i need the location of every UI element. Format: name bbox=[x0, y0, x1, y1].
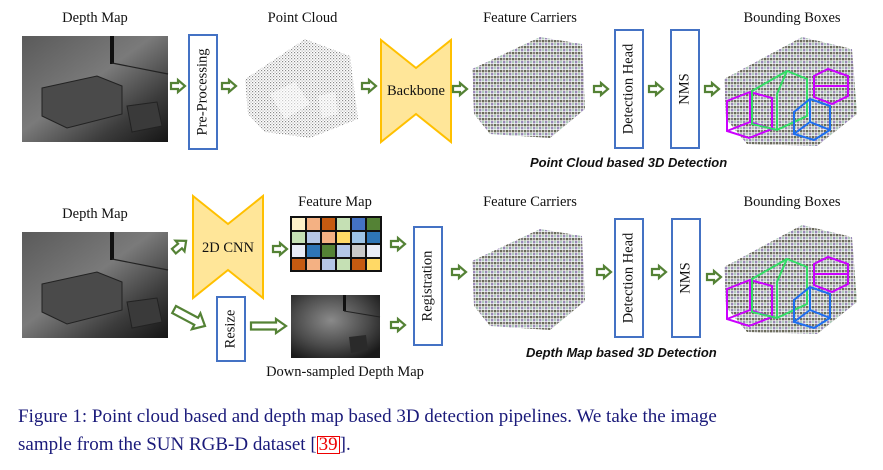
point-cloud-image bbox=[245, 39, 358, 138]
arrow-diagonal-down-icon bbox=[170, 304, 207, 331]
arrow-icon bbox=[271, 240, 289, 258]
feature-carriers-image-2 bbox=[472, 229, 585, 330]
downsampled-depth-map-label: Down-sampled Depth Map bbox=[266, 364, 424, 380]
downsampled-depth-map-image bbox=[291, 295, 381, 358]
feature-map-cell bbox=[366, 217, 381, 231]
depth-map-image bbox=[22, 36, 169, 142]
arrow-icon bbox=[451, 80, 469, 98]
feature-map-cell bbox=[321, 257, 336, 271]
arrow-icon bbox=[389, 235, 407, 253]
feature-map-cell bbox=[321, 244, 336, 258]
2d-cnn-label: 2D CNN bbox=[202, 240, 254, 256]
bbox-green bbox=[751, 257, 808, 320]
feature-map-cell bbox=[336, 257, 351, 271]
feature-map-cell bbox=[306, 257, 321, 271]
detection-head-label-2: Detection Head bbox=[620, 232, 637, 324]
feature-map-cell bbox=[336, 244, 351, 258]
pre-processing-box: Pre-Processing bbox=[188, 34, 218, 150]
citation-link[interactable]: 39 bbox=[316, 434, 340, 455]
nms-label: NMS bbox=[676, 73, 693, 105]
registration-box: Registration bbox=[413, 226, 443, 346]
arrow-icon bbox=[650, 263, 668, 281]
bbox-green bbox=[751, 69, 808, 132]
feature-map-cell bbox=[336, 230, 351, 244]
feature-map-cell bbox=[306, 230, 321, 244]
bounding-boxes-label: Bounding Boxes bbox=[743, 10, 841, 26]
nms-box-2: NMS bbox=[671, 218, 701, 338]
nms-label-2: NMS bbox=[677, 262, 694, 294]
feature-map-cell bbox=[321, 217, 336, 231]
feature-map-cell bbox=[351, 230, 366, 244]
feature-map-cell bbox=[366, 257, 381, 271]
feature-carriers-image bbox=[472, 37, 585, 138]
bounding-boxes-image bbox=[724, 37, 857, 146]
feature-map-grid bbox=[290, 216, 382, 272]
arrow-icon bbox=[595, 263, 613, 281]
depth-map-section-title: Depth Map based 3D Detection bbox=[526, 345, 717, 360]
arrow-long-icon bbox=[249, 316, 288, 336]
feature-map-cell bbox=[291, 230, 306, 244]
feature-map-cell bbox=[321, 230, 336, 244]
arrow-icon bbox=[220, 77, 238, 95]
feature-map-cell bbox=[366, 230, 381, 244]
feature-map-cell bbox=[351, 257, 366, 271]
arrow-icon bbox=[450, 263, 468, 281]
feature-carriers-label: Feature Carriers bbox=[483, 10, 577, 26]
bbox-magenta-small bbox=[813, 255, 849, 294]
feature-map-cell bbox=[336, 217, 351, 231]
feature-map-cell bbox=[306, 217, 321, 231]
bbox-blue bbox=[793, 285, 831, 330]
arrow-icon bbox=[169, 77, 187, 95]
backbone-shape bbox=[380, 37, 452, 145]
depth-map-label: Depth Map bbox=[62, 10, 128, 26]
registration-label: Registration bbox=[419, 250, 436, 322]
depth-map-label-2: Depth Map bbox=[62, 206, 128, 222]
caption-line-2: sample from the SUN RGB-D dataset [39]. bbox=[18, 431, 878, 459]
arrow-icon bbox=[703, 80, 721, 98]
feature-map-cell bbox=[351, 244, 366, 258]
feature-map-label: Feature Map bbox=[298, 194, 372, 210]
arrow-diagonal-up-icon bbox=[170, 239, 188, 255]
point-cloud-section-title: Point Cloud based 3D Detection bbox=[530, 155, 728, 170]
bbox-magenta-small bbox=[813, 67, 849, 106]
detection-head-box-2: Detection Head bbox=[614, 218, 644, 338]
figure-caption: Figure 1: Point cloud based and depth ma… bbox=[18, 403, 878, 459]
caption-line-2-end: ]. bbox=[339, 434, 351, 455]
bounding-boxes-label-2: Bounding Boxes bbox=[743, 194, 841, 210]
feature-map-cell bbox=[291, 217, 306, 231]
arrow-icon bbox=[705, 268, 723, 286]
backbone-label: Backbone bbox=[387, 83, 445, 99]
resize-box: Resize bbox=[216, 296, 246, 362]
caption-line-2-text: sample from the SUN RGB-D dataset [ bbox=[18, 434, 317, 455]
bbox-blue bbox=[793, 97, 831, 142]
arrow-icon bbox=[360, 77, 378, 95]
bounding-boxes-image-2 bbox=[724, 225, 857, 334]
pre-processing-label: Pre-Processing bbox=[194, 48, 211, 136]
resize-label: Resize bbox=[222, 309, 239, 349]
detection-head-label: Detection Head bbox=[620, 43, 637, 135]
depth-map-image-2 bbox=[22, 232, 169, 338]
caption-line-1: Figure 1: Point cloud based and depth ma… bbox=[18, 406, 717, 427]
arrow-icon bbox=[389, 316, 407, 334]
point-cloud-label: Point Cloud bbox=[267, 10, 338, 26]
feature-map-cell bbox=[291, 257, 306, 271]
feature-map-cell bbox=[351, 217, 366, 231]
feature-carriers-label-2: Feature Carriers bbox=[483, 194, 577, 210]
feature-map-cell bbox=[366, 244, 381, 258]
2d-cnn-shape bbox=[192, 193, 264, 301]
feature-map-cell bbox=[306, 244, 321, 258]
detection-head-box: Detection Head bbox=[614, 29, 644, 149]
feature-map-cell bbox=[291, 244, 306, 258]
nms-box: NMS bbox=[670, 29, 700, 149]
arrow-icon bbox=[647, 80, 665, 98]
arrow-icon bbox=[592, 80, 610, 98]
